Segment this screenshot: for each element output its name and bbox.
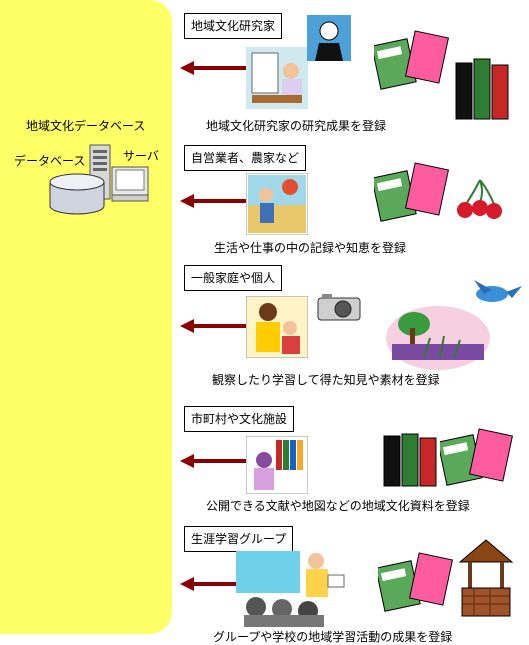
professor-portrait-icon xyxy=(307,15,351,61)
database-panel xyxy=(0,0,172,634)
group-lecture-clipart-icon xyxy=(236,551,345,627)
server-label: サーバ xyxy=(123,149,159,163)
arrow-left-icon xyxy=(180,454,252,468)
books-icon xyxy=(378,552,454,612)
database-cylinder-icon xyxy=(49,173,105,215)
section-header: 市町村や文化施設 xyxy=(184,406,295,432)
camera-icon xyxy=(317,294,361,321)
section-header: 一般家庭や個人 xyxy=(184,265,283,291)
nature-scene-icon xyxy=(386,306,490,370)
section-caption: 観察したり学習して得た知見や素材を登録 xyxy=(212,373,440,387)
well-icon xyxy=(458,539,514,617)
bluebird-icon xyxy=(474,280,522,302)
arrow-left-icon xyxy=(180,61,252,75)
arrow-left-icon xyxy=(180,319,252,333)
books-stack-icon xyxy=(374,30,450,90)
database-label: データベース xyxy=(14,154,86,168)
section-header: 自営業者、農家など xyxy=(184,145,307,171)
researcher-clipart-icon xyxy=(246,47,308,109)
binders-icon xyxy=(455,58,509,120)
library-clipart-icon xyxy=(246,436,308,494)
cherries-icon xyxy=(457,179,502,219)
server-icon xyxy=(89,144,149,202)
database-title: 地域文化データベース xyxy=(26,119,146,133)
section-caption: グループや学校の地域学習活動の成果を登録 xyxy=(213,630,453,644)
section-caption: 生活や仕事の中の記録や知恵を登録 xyxy=(214,241,407,255)
binders-icon xyxy=(383,433,437,487)
books-icon xyxy=(374,162,450,222)
books-icon xyxy=(440,428,514,486)
arrow-left-icon xyxy=(180,194,252,208)
section-header: 生涯学習グループ xyxy=(184,526,294,552)
farmer-fisher-clipart-icon xyxy=(246,173,308,235)
section-header: 地域文化研究家 xyxy=(184,13,283,39)
section-caption: 公開できる文献や地図などの地域文化資料を登録 xyxy=(206,499,470,513)
section-caption: 地域文化研究家の研究成果を登録 xyxy=(206,119,387,133)
family-clipart-icon xyxy=(246,296,308,358)
arrow-left-icon xyxy=(180,577,252,591)
